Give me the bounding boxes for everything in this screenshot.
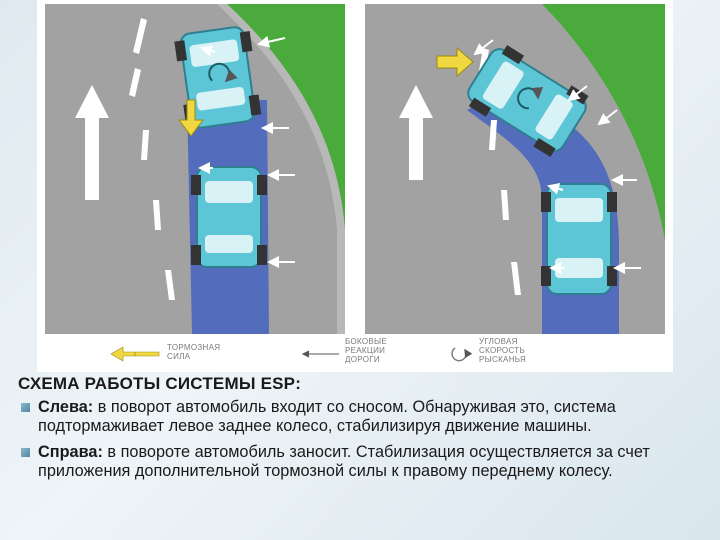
- bullet-square-icon: [21, 403, 30, 412]
- legend-lateral-line2: РЕАКЦИИ: [345, 346, 385, 355]
- left-braking-force-arrow: [178, 99, 204, 137]
- legend-braking-line1: ТОРМОЗНАЯ: [167, 343, 220, 352]
- legend-lateral-line1: БОКОВЫЕ: [345, 337, 387, 346]
- caption: СХЕМА РАБОТЫ СИСТЕМЫ ESP: Слева: в повор…: [18, 374, 708, 488]
- legend-rotation-icon: [451, 347, 473, 362]
- esp-diagram: ТОРМОЗНАЯ СИЛА БОКОВЫЕ РЕАКЦИИ ДОРОГИ УГ…: [37, 0, 673, 372]
- caption-item-text: в поворот автомобиль входит со сносом. О…: [38, 398, 616, 435]
- right-lateral-arrows: [473, 39, 641, 274]
- right-grass: [542, 4, 665, 240]
- caption-item-left: Слева: в поворот автомобиль входит со сн…: [18, 398, 708, 436]
- legend-yaw-rate: УГЛОВАЯ СКОРОСТЬ РЫСКАНЬЯ: [451, 337, 526, 364]
- right-car-bottom: [541, 183, 617, 295]
- esp-diagram-svg: ТОРМОЗНАЯ СИЛА БОКОВЫЕ РЕАКЦИИ ДОРОГИ УГ…: [45, 4, 665, 364]
- left-grass: [227, 4, 345, 230]
- legend-lateral-line3: ДОРОГИ: [345, 355, 380, 364]
- left-lane-dashes: [129, 18, 175, 300]
- left-car-top: [174, 26, 262, 129]
- bullet-square-icon: [21, 448, 30, 457]
- legend-yaw-line3: РЫСКАНЬЯ: [479, 355, 526, 364]
- legend-lateral-reactions: БОКОВЫЕ РЕАКЦИИ ДОРОГИ: [301, 337, 387, 364]
- left-scene: [45, 4, 345, 334]
- legend-yaw-line1: УГЛОВАЯ: [479, 337, 518, 346]
- legend: ТОРМОЗНАЯ СИЛА БОКОВЫЕ РЕАКЦИИ ДОРОГИ УГ…: [110, 337, 526, 364]
- caption-item-label: Слева:: [38, 398, 94, 416]
- caption-title: СХЕМА РАБОТЫ СИСТЕМЫ ESP:: [18, 374, 302, 393]
- right-scene: [365, 4, 665, 334]
- left-road-edge: [217, 4, 345, 334]
- left-car-bottom: [191, 166, 267, 268]
- left-lateral-arrows: [198, 35, 295, 268]
- legend-braking-force: ТОРМОЗНАЯ СИЛА: [110, 343, 220, 362]
- right-braking-force-arrow: [436, 46, 474, 78]
- caption-item-right: Справа: в повороте автомобиль заносит. С…: [18, 443, 708, 481]
- caption-item-label: Справа:: [38, 443, 103, 461]
- right-direction-arrow: [399, 85, 433, 180]
- legend-yellow-arrow-icon: [110, 346, 136, 362]
- legend-braking-line2: СИЛА: [167, 352, 191, 361]
- left-direction-arrow: [75, 85, 109, 200]
- legend-yaw-line2: СКОРОСТЬ: [479, 346, 525, 355]
- caption-item-text: в повороте автомобиль заносит. Стабилиза…: [38, 443, 650, 480]
- caption-list: Слева: в поворот автомобиль входит со сн…: [18, 398, 708, 481]
